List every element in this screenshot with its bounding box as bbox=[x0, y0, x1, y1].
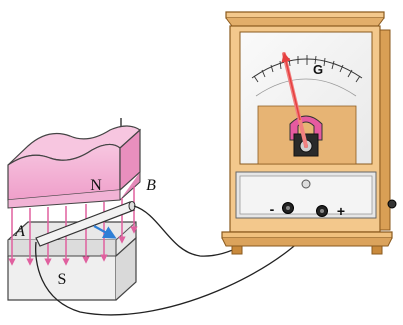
end-b-label: B bbox=[146, 177, 156, 194]
end-a-label: A bbox=[14, 223, 25, 240]
negative-terminal-label: - bbox=[270, 201, 275, 217]
galvanometer-label: G bbox=[313, 62, 323, 77]
north-pole-label: N bbox=[90, 177, 102, 194]
galvanometer: G - + bbox=[222, 12, 396, 254]
south-pole-label: S bbox=[58, 271, 67, 288]
positive-terminal-label: + bbox=[337, 203, 345, 219]
north-pole-block bbox=[8, 126, 140, 208]
